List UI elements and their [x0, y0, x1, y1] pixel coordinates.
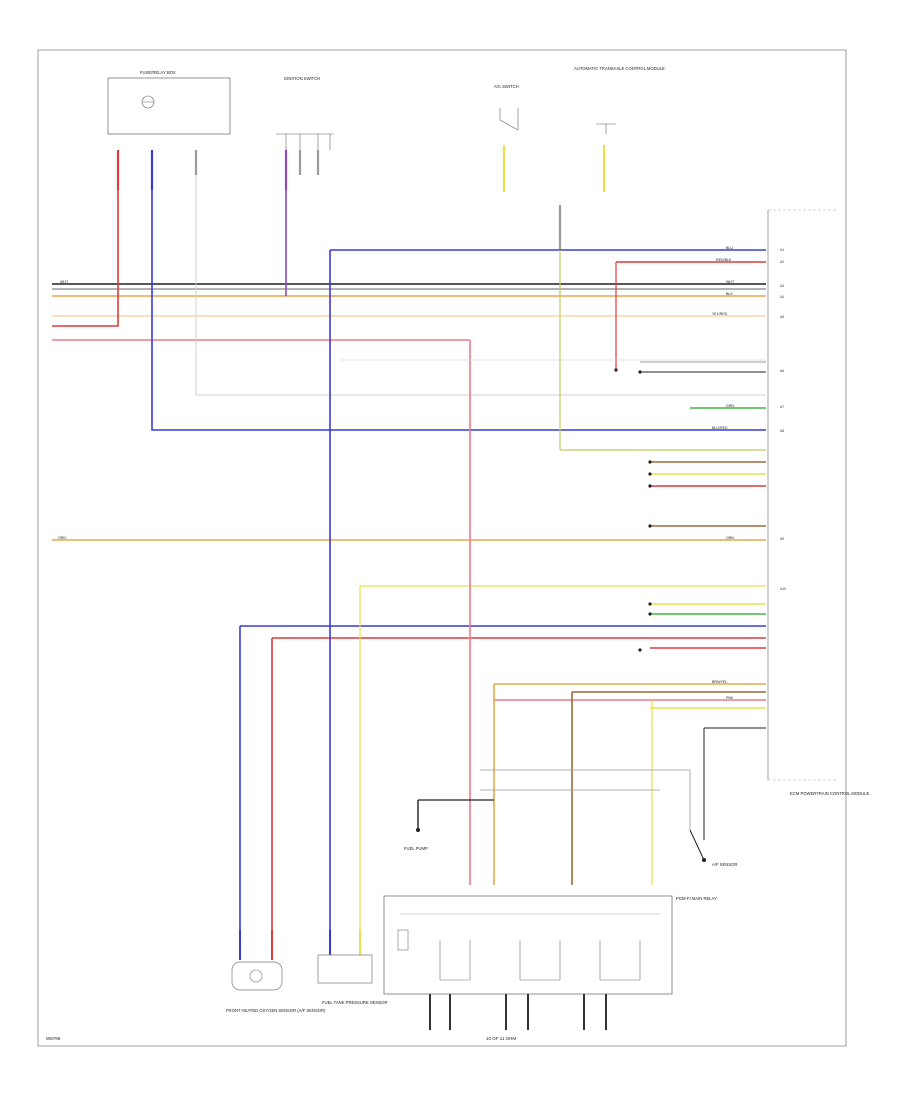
fuse-relay-box-label: FUSE/RELAY BOX [140, 70, 176, 75]
pin-label: A5 [780, 315, 784, 319]
fuse-relay-box: FUSE/RELAY BOX [107, 70, 231, 135]
wire-label: BLK [726, 292, 733, 296]
pin-label: A9 [780, 537, 784, 541]
pin-label: A4 [780, 295, 784, 299]
top-connectors [116, 145, 606, 250]
fuel-pump: FUEL PUMP [404, 846, 428, 851]
terminal-dots [416, 368, 706, 862]
wire-label: RED/BLK [716, 258, 732, 262]
fuel-tank-sensor-label: FUEL TANK PRESSURE SENSOR [322, 1000, 388, 1005]
ac-switch-label: A/C SWITCH [494, 84, 519, 89]
ecm-label: ECM POWERTRAIN CONTROL MODULE [790, 791, 870, 796]
diagram-frame [37, 49, 847, 1047]
wire-label: PNK [726, 696, 734, 700]
fuel-tank-sensor: FUEL TANK PRESSURE SENSOR [317, 930, 388, 1005]
ignition-switch: IGNITION SWITCH [276, 76, 334, 150]
vertical-wires [52, 175, 766, 930]
af-sensor-label: A/F SENSOR [712, 862, 737, 867]
wire-label: WHT [726, 280, 735, 284]
wire-labels: BLU RED/BLK WHT BLK YEL/RED ORN GRN BRN/… [58, 246, 735, 700]
af-sensor: A/F SENSOR [689, 829, 737, 867]
page-indicator: 10 OF 11 OHM [486, 1036, 516, 1041]
wire-label: YEL/RED [712, 312, 728, 316]
pin-label: A8 [780, 429, 784, 433]
main-relay-label: PGM-FI MAIN RELAY [676, 896, 717, 901]
pin-labels: A1 A2 A3 A4 A5 A6 A7 A8 A9 A10 [780, 248, 786, 591]
ecm-connector: ECM POWERTRAIN CONTROL MODULE [767, 209, 870, 796]
fuel-pump-label: FUEL PUMP [404, 846, 428, 851]
relay-pins [429, 994, 607, 1030]
pin-label: A10 [780, 587, 786, 591]
ignition-switch-label: IGNITION SWITCH [284, 76, 320, 81]
wire-label: ORN [726, 536, 734, 540]
pin-label: A3 [780, 284, 784, 288]
front-o2-sensor-label: FRONT HEATED OXYGEN SENSOR (A/F SENSOR) [226, 1008, 326, 1013]
main-relay-box: PGM-FI MAIN RELAY [383, 895, 717, 995]
ac-switch: A/C SWITCH [494, 84, 519, 131]
wire-label: WHT [60, 280, 69, 284]
wire-label: BLU/RED [712, 426, 728, 430]
transaxle-module-label: AUTOMATIC TRANSAXLE CONTROL MODULE [574, 66, 665, 71]
transaxle-module: AUTOMATIC TRANSAXLE CONTROL MODULE [574, 66, 665, 134]
wire-label: BRN/YEL [712, 680, 727, 684]
wire-label: GRN [726, 404, 734, 408]
wire-label: BLU [726, 246, 733, 250]
horizontal-wires [52, 190, 766, 729]
pin-label: A7 [780, 405, 784, 409]
pin-label: A2 [780, 260, 784, 264]
pin-label: A6 [780, 369, 784, 373]
pin-label: A1 [780, 248, 784, 252]
diagram-code: W8789 [46, 1036, 61, 1041]
front-o2-sensor: FRONT HEATED OXYGEN SENSOR (A/F SENSOR) [226, 930, 326, 1013]
wire-label: ORN [58, 536, 66, 540]
